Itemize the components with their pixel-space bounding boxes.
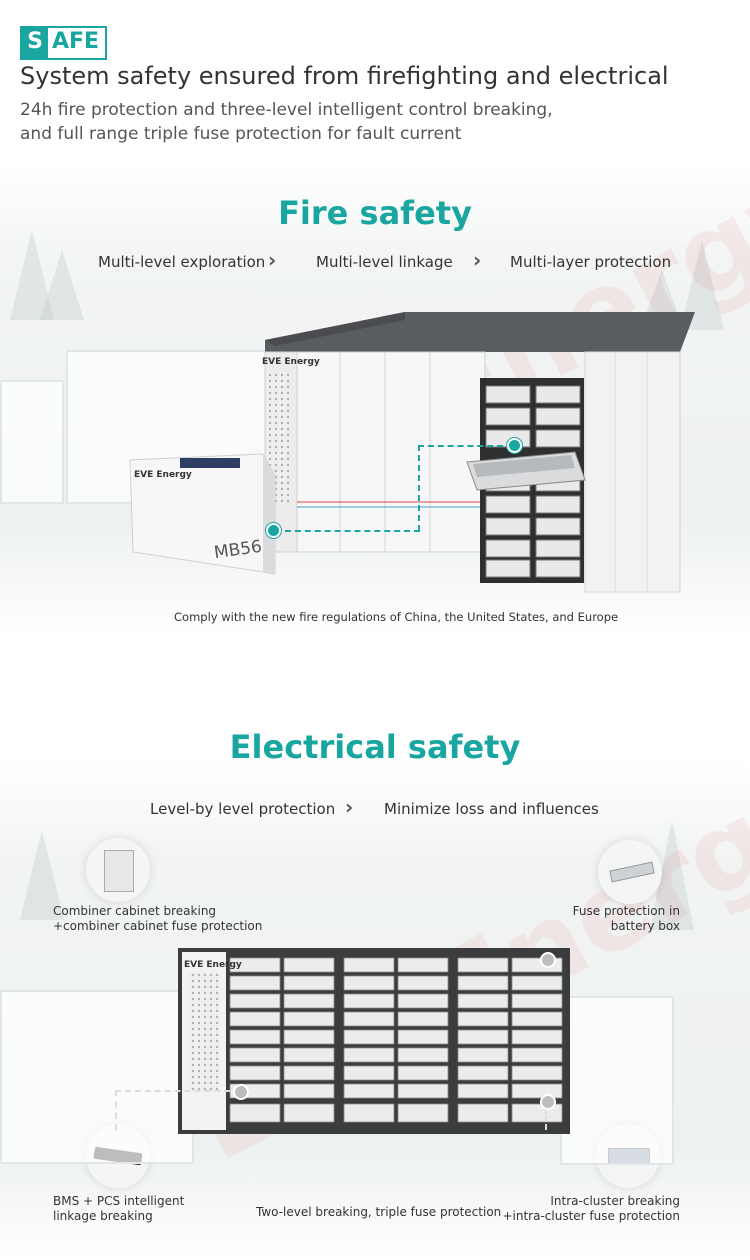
chevron-right-icon: › (268, 248, 277, 272)
fire-regulation-caption: Comply with the new fire regulations of … (174, 610, 619, 624)
combiner-label: Combiner cabinet breaking +combiner cabi… (53, 904, 262, 934)
connector-line (418, 445, 420, 531)
page-headline: System safety ensured from firefighting … (20, 62, 669, 90)
combiner-cabinet-thumbnail (86, 838, 150, 902)
tree-decoration (10, 230, 54, 320)
bms-label: BMS + PCS intelligent linkage breaking (53, 1194, 184, 1224)
intra-cluster-label-line2: +intra-cluster fuse protection (502, 1209, 680, 1223)
connector-line (285, 530, 420, 532)
tree-decoration (40, 250, 84, 320)
fire-step-2: Multi-level linkage (316, 253, 453, 271)
battery-cabinet-illustration (178, 948, 570, 1134)
badge-initial: S (22, 28, 48, 58)
chevron-right-icon: › (345, 795, 354, 819)
electrical-step-2: Minimize loss and influences (384, 800, 599, 818)
fire-safety-title: Fire safety (278, 194, 472, 232)
connector-line (115, 1090, 240, 1092)
two-level-label: Two-level breaking, triple fuse protecti… (256, 1205, 502, 1219)
intra-cluster-label: Intra-cluster breaking +intra-cluster fu… (502, 1194, 680, 1224)
connector-line (545, 1100, 547, 1130)
connector-dot (540, 1094, 556, 1110)
background-container (0, 380, 64, 504)
connector-dot (507, 438, 522, 453)
intra-cluster-label-line1: Intra-cluster breaking (550, 1194, 680, 1208)
battery-module-illustration (129, 453, 276, 575)
cabinet-brand-logo: EVE Energy (184, 960, 242, 970)
connector-dot (540, 952, 556, 968)
background-container (560, 996, 674, 1165)
fuse-label-line2: battery box (610, 919, 680, 933)
page-subline-2: and full range triple fuse protection fo… (20, 124, 462, 144)
container-illustration (264, 312, 695, 593)
connector-dot (233, 1084, 249, 1100)
page-subline-1: 24h fire protection and three-level inte… (20, 100, 553, 120)
fuse-label: Fuse protection in battery box (573, 904, 680, 934)
fire-step-1: Multi-level exploration (98, 253, 266, 271)
tree-decoration (20, 830, 64, 920)
safe-badge: S AFE (20, 26, 108, 60)
bms-label-line1: BMS + PCS intelligent (53, 1194, 185, 1208)
container-brand-logo: EVE Energy (262, 357, 320, 367)
chevron-right-icon: › (473, 248, 482, 272)
connector-dot (266, 523, 281, 538)
electrical-safety-title: Electrical safety (229, 728, 521, 766)
connector-line (115, 1090, 117, 1130)
bms-label-line2: linkage breaking (53, 1209, 153, 1223)
connector-line (418, 445, 513, 447)
battery-brand-logo: EVE Energy (134, 470, 192, 480)
fuse-label-line1: Fuse protection in (572, 904, 680, 918)
badge-text: AFE (52, 29, 100, 54)
combiner-label-line1: Combiner cabinet breaking (53, 904, 217, 918)
combiner-label-line2: +combiner cabinet fuse protection (53, 919, 263, 933)
background-container (0, 990, 194, 1164)
electrical-step-1: Level-by level protection (150, 800, 336, 818)
fire-step-3: Multi-layer protection (510, 253, 672, 271)
fuse-thumbnail (598, 840, 662, 904)
